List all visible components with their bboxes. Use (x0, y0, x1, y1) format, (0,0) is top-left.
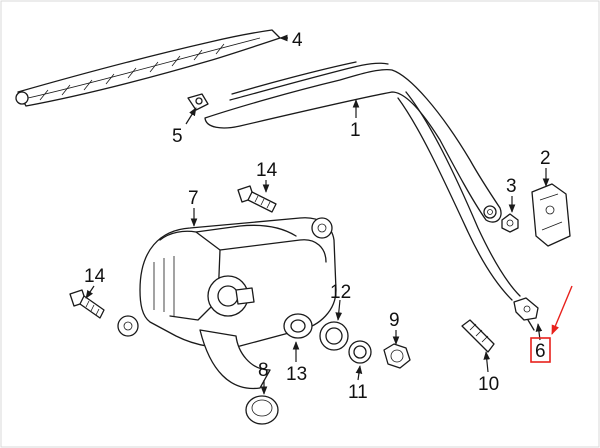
leader-lines (85, 34, 573, 395)
grommet (283, 313, 313, 339)
callout-2: 2 (540, 148, 551, 169)
seal-ring-small (348, 340, 372, 364)
callout-10: 10 (478, 374, 499, 395)
callout-13: 13 (286, 364, 307, 385)
callout-12: 12 (330, 282, 351, 303)
callout-14-lower: 14 (84, 266, 106, 287)
blade-clip (187, 93, 209, 111)
seal-ring-large (319, 321, 349, 351)
highlight-arrow (551, 285, 573, 335)
washer-nozzle (513, 297, 539, 331)
callout-9: 9 (389, 310, 400, 331)
hose-connector (461, 319, 495, 353)
wiper-motor (117, 217, 337, 390)
wiper-blade (15, 29, 281, 107)
motor-cap (245, 395, 279, 425)
callout-8: 8 (258, 360, 269, 381)
mount-nut (383, 343, 411, 369)
callout-11: 11 (348, 382, 368, 403)
callout-7: 7 (188, 188, 199, 209)
callout-14-upper: 14 (256, 160, 278, 181)
arm-nut (501, 213, 519, 233)
callout-5: 5 (172, 126, 183, 147)
callout-6: 6 (535, 341, 546, 362)
highlight-box (530, 337, 551, 363)
callout-4: 4 (292, 30, 303, 51)
callout-3: 3 (506, 176, 517, 197)
bolt-lower (69, 289, 105, 319)
arm-cap (531, 183, 571, 247)
bolt-upper (237, 185, 277, 213)
wiper-arm (204, 61, 521, 301)
callout-1: 1 (350, 120, 361, 141)
